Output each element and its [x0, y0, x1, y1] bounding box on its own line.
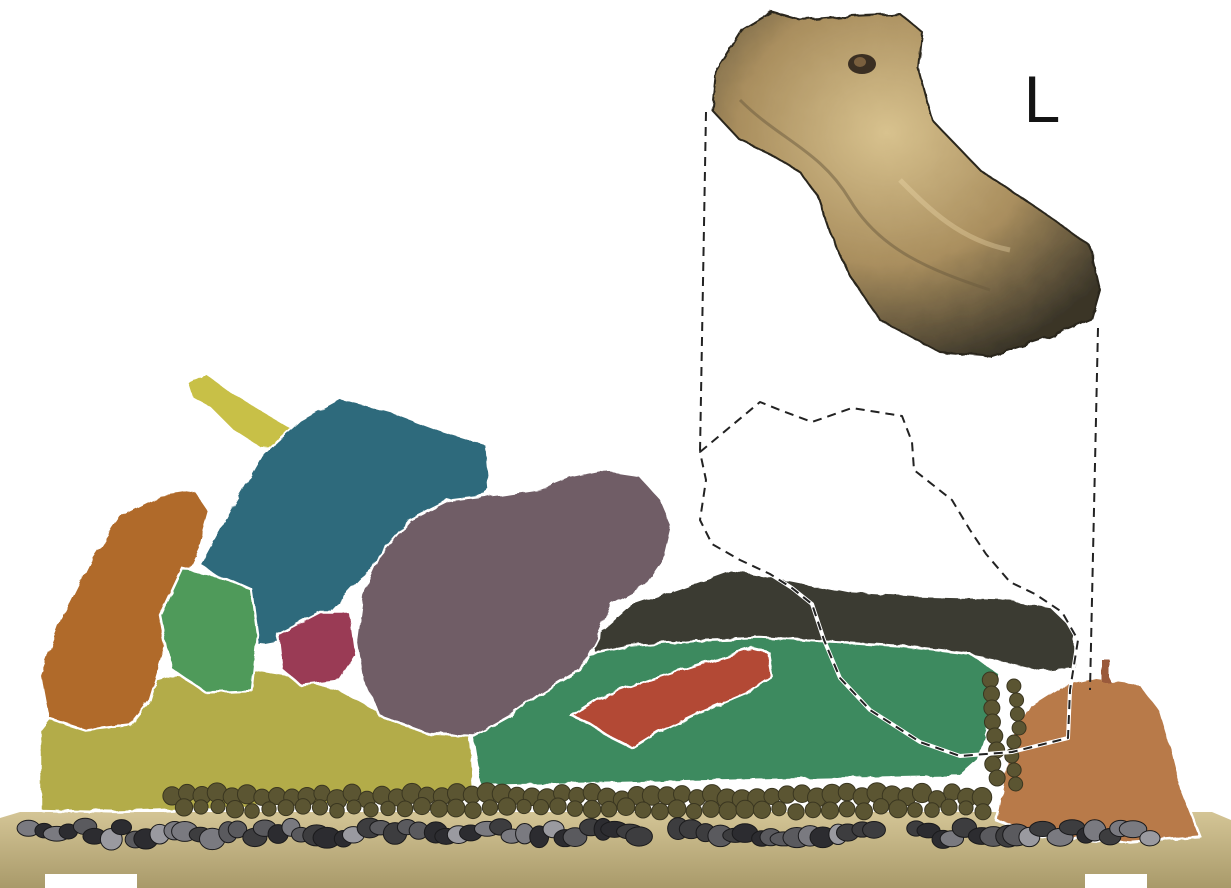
moss-ball [652, 803, 669, 820]
moss-ball [984, 714, 1000, 730]
moss-ball [805, 802, 821, 818]
moss-ball [381, 801, 395, 815]
moss-ball [1009, 777, 1023, 791]
pebble [626, 827, 653, 846]
moss-ball [1010, 707, 1024, 721]
moss-ball [237, 785, 256, 804]
moss-ball [194, 800, 208, 814]
moss-ball [686, 803, 702, 819]
moss-ball [959, 801, 973, 815]
moss-ball [1007, 735, 1021, 749]
moss-ball [908, 803, 923, 818]
moss-ball [1007, 679, 1021, 693]
segmented-pieces [40, 373, 1200, 842]
moss-ball [873, 799, 888, 814]
moss-ball [989, 770, 1005, 786]
moss-ball [347, 800, 361, 814]
moss-ball [736, 800, 754, 818]
moss-ball [975, 804, 991, 820]
moss-ball [482, 800, 497, 815]
moss-ball [987, 728, 1003, 744]
moss-ball [601, 801, 617, 817]
moss-ball [1007, 763, 1021, 777]
moss-ball [498, 798, 516, 816]
moss-ball [719, 802, 737, 820]
pebble [111, 820, 131, 835]
small-green-rock [160, 568, 258, 692]
moss-ball [245, 804, 260, 819]
moss-ball [175, 799, 192, 816]
piece-label: L [1024, 66, 1061, 132]
moss-ball [517, 799, 531, 813]
moss-ball [788, 804, 804, 820]
label-box: L [1003, 58, 1081, 140]
moss-ball [703, 801, 720, 818]
moss-ball [431, 800, 448, 817]
moss-ball [617, 798, 635, 816]
pebble [1140, 831, 1160, 846]
moss-ball [295, 799, 310, 814]
moss-ball [330, 803, 345, 818]
pebble [863, 821, 886, 838]
moss-ball [635, 802, 651, 818]
moss-ball [941, 799, 957, 815]
moss-ball [465, 802, 482, 819]
moss-ball [226, 801, 243, 818]
moss-ball [583, 800, 601, 818]
moss-ball [1010, 693, 1024, 707]
moss-ball [533, 800, 548, 815]
moss-ball [312, 800, 327, 815]
moss-ball [262, 802, 276, 816]
moss-ball [413, 798, 430, 815]
moss-ball [753, 801, 770, 818]
tan-rock-stub [1102, 660, 1110, 682]
moss-ball [211, 799, 225, 813]
moss-ball [278, 800, 294, 816]
moss-ball [839, 801, 855, 817]
moss-ball [856, 803, 873, 820]
moss-ball [668, 800, 686, 818]
moss-ball [447, 799, 465, 817]
moss-ball [550, 798, 566, 814]
moss-ball [364, 803, 378, 817]
moss-ball [772, 801, 786, 815]
tan-right-rock [996, 678, 1200, 842]
moss-ball [397, 801, 413, 817]
moss-ball [1012, 721, 1026, 735]
moss-ball [925, 803, 940, 818]
moss-ball [889, 800, 907, 818]
moss-ball [567, 801, 583, 817]
moss-ball [821, 802, 838, 819]
